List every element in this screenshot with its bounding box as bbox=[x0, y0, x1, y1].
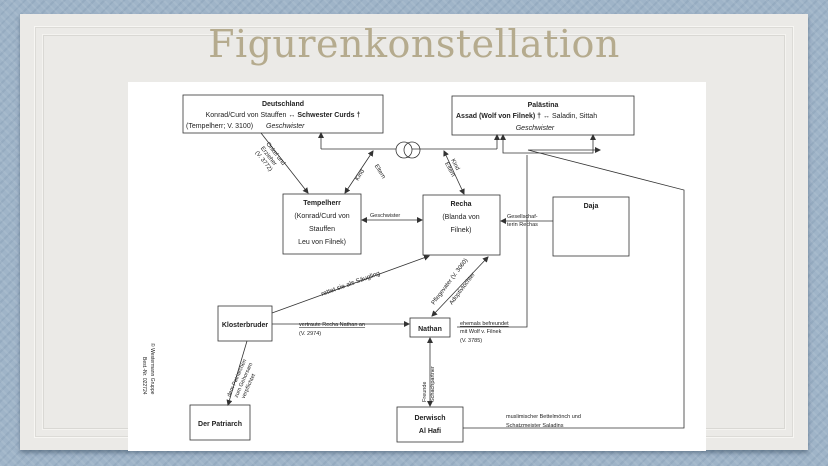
label-eltern-left: Eltern bbox=[373, 164, 386, 180]
box-recha bbox=[422, 194, 501, 256]
daja-title: Daja bbox=[584, 203, 599, 210]
label-rettet: rettet sie als Säugling bbox=[320, 270, 381, 298]
arrow-pflegevater bbox=[431, 256, 489, 317]
klosterbruder-title: Klosterbruder bbox=[222, 322, 269, 329]
arrow-rettet bbox=[271, 254, 430, 314]
link-to-palaestina-2 bbox=[500, 134, 596, 154]
box-daja bbox=[552, 196, 630, 257]
deutschland-line2-b: Geschwister bbox=[266, 123, 305, 130]
label-geschwister: Geschwister bbox=[370, 213, 400, 219]
label-vertraute-ref: (V. 2974) bbox=[299, 331, 321, 337]
copyright-line2: Best.-Nr. 022724 bbox=[141, 357, 147, 395]
line-derwisch-saladin bbox=[463, 147, 685, 429]
derwisch-line2: Al Hafi bbox=[419, 428, 441, 435]
arrow-kind-eltern-left bbox=[344, 150, 374, 194]
deutschland-title: Deutschland bbox=[262, 101, 304, 108]
derwisch-title: Derwisch bbox=[414, 415, 445, 422]
label-kind-left: Kind bbox=[355, 169, 366, 182]
recha-title: Recha bbox=[450, 201, 471, 208]
label-schachpartner: Schachpartner bbox=[430, 366, 436, 402]
tempelherr-title: Tempelherr bbox=[303, 200, 341, 207]
deutschland-line2-a: (Tempelherr; V. 3100) bbox=[186, 123, 253, 130]
box-patriarch bbox=[189, 404, 251, 441]
palaestina-line1-a: Assad (Wolf von Filnek) † bbox=[456, 113, 541, 120]
recha-line2: Filnek) bbox=[450, 227, 471, 234]
box-derwisch bbox=[396, 406, 464, 443]
tempelherr-line1: (Konrad/Curd von bbox=[294, 213, 349, 220]
box-tempelherr bbox=[282, 193, 362, 255]
palaestina-line2: Geschwister bbox=[516, 125, 555, 132]
label-muslimisch-1: muslimischer Bettelmönch und bbox=[506, 414, 581, 420]
deutschland-line1: Konrad/Curd von Stauffen ↔ Schwester Cur… bbox=[206, 112, 361, 119]
tempelherr-line3: Leu von Filnek) bbox=[298, 239, 346, 246]
tempelherr-line2: Stauffen bbox=[309, 226, 335, 233]
label-muslimisch-2: Schatzmeister Saladins bbox=[506, 423, 564, 429]
label-gesellschafterin-2: terin Rechas bbox=[507, 222, 538, 228]
palaestina-title: Palästina bbox=[528, 102, 559, 109]
box-deutschland bbox=[182, 94, 384, 134]
slide-title: Figurenkonstellation bbox=[208, 22, 620, 66]
label-vertraute: vertraute Recha Nathan an bbox=[299, 322, 365, 328]
arrow-kind-eltern-right bbox=[443, 150, 465, 195]
deutschland-line1-a: Konrad/Curd von Stauffen ↔ bbox=[206, 112, 298, 119]
copyright-line1: © Westermann Gruppe bbox=[149, 343, 156, 395]
arrow-onkel bbox=[260, 132, 309, 194]
arrow-patriarch bbox=[226, 340, 248, 406]
patriarch-title: Der Patriarch bbox=[198, 421, 242, 428]
label-gesellschafterin-1: Gesellschaf- bbox=[507, 214, 538, 220]
recha-line1: (Blanda von bbox=[442, 214, 479, 221]
label-ehemals-3: (V. 3785) bbox=[460, 338, 482, 344]
nathan-title: Nathan bbox=[418, 326, 442, 333]
label-ehemals-1: ehemals befreundet bbox=[460, 321, 509, 327]
palaestina-line1-b: ↔ Saladin, Sittah bbox=[541, 113, 597, 120]
label-ehemals-2: mit Wolf v. Filnek bbox=[460, 329, 502, 335]
marriage-ring-right bbox=[403, 141, 421, 159]
label-freunde: Freunde bbox=[422, 382, 428, 403]
box-klosterbruder bbox=[217, 305, 273, 342]
line-to-palaestina-vertical bbox=[457, 155, 528, 328]
label-kind-right: Kind bbox=[449, 158, 460, 171]
deutschland-line1-b: Schwester Curds † bbox=[297, 112, 360, 119]
palaestina-line1: Assad (Wolf von Filnek) † ↔ Saladin, Sit… bbox=[456, 113, 597, 120]
